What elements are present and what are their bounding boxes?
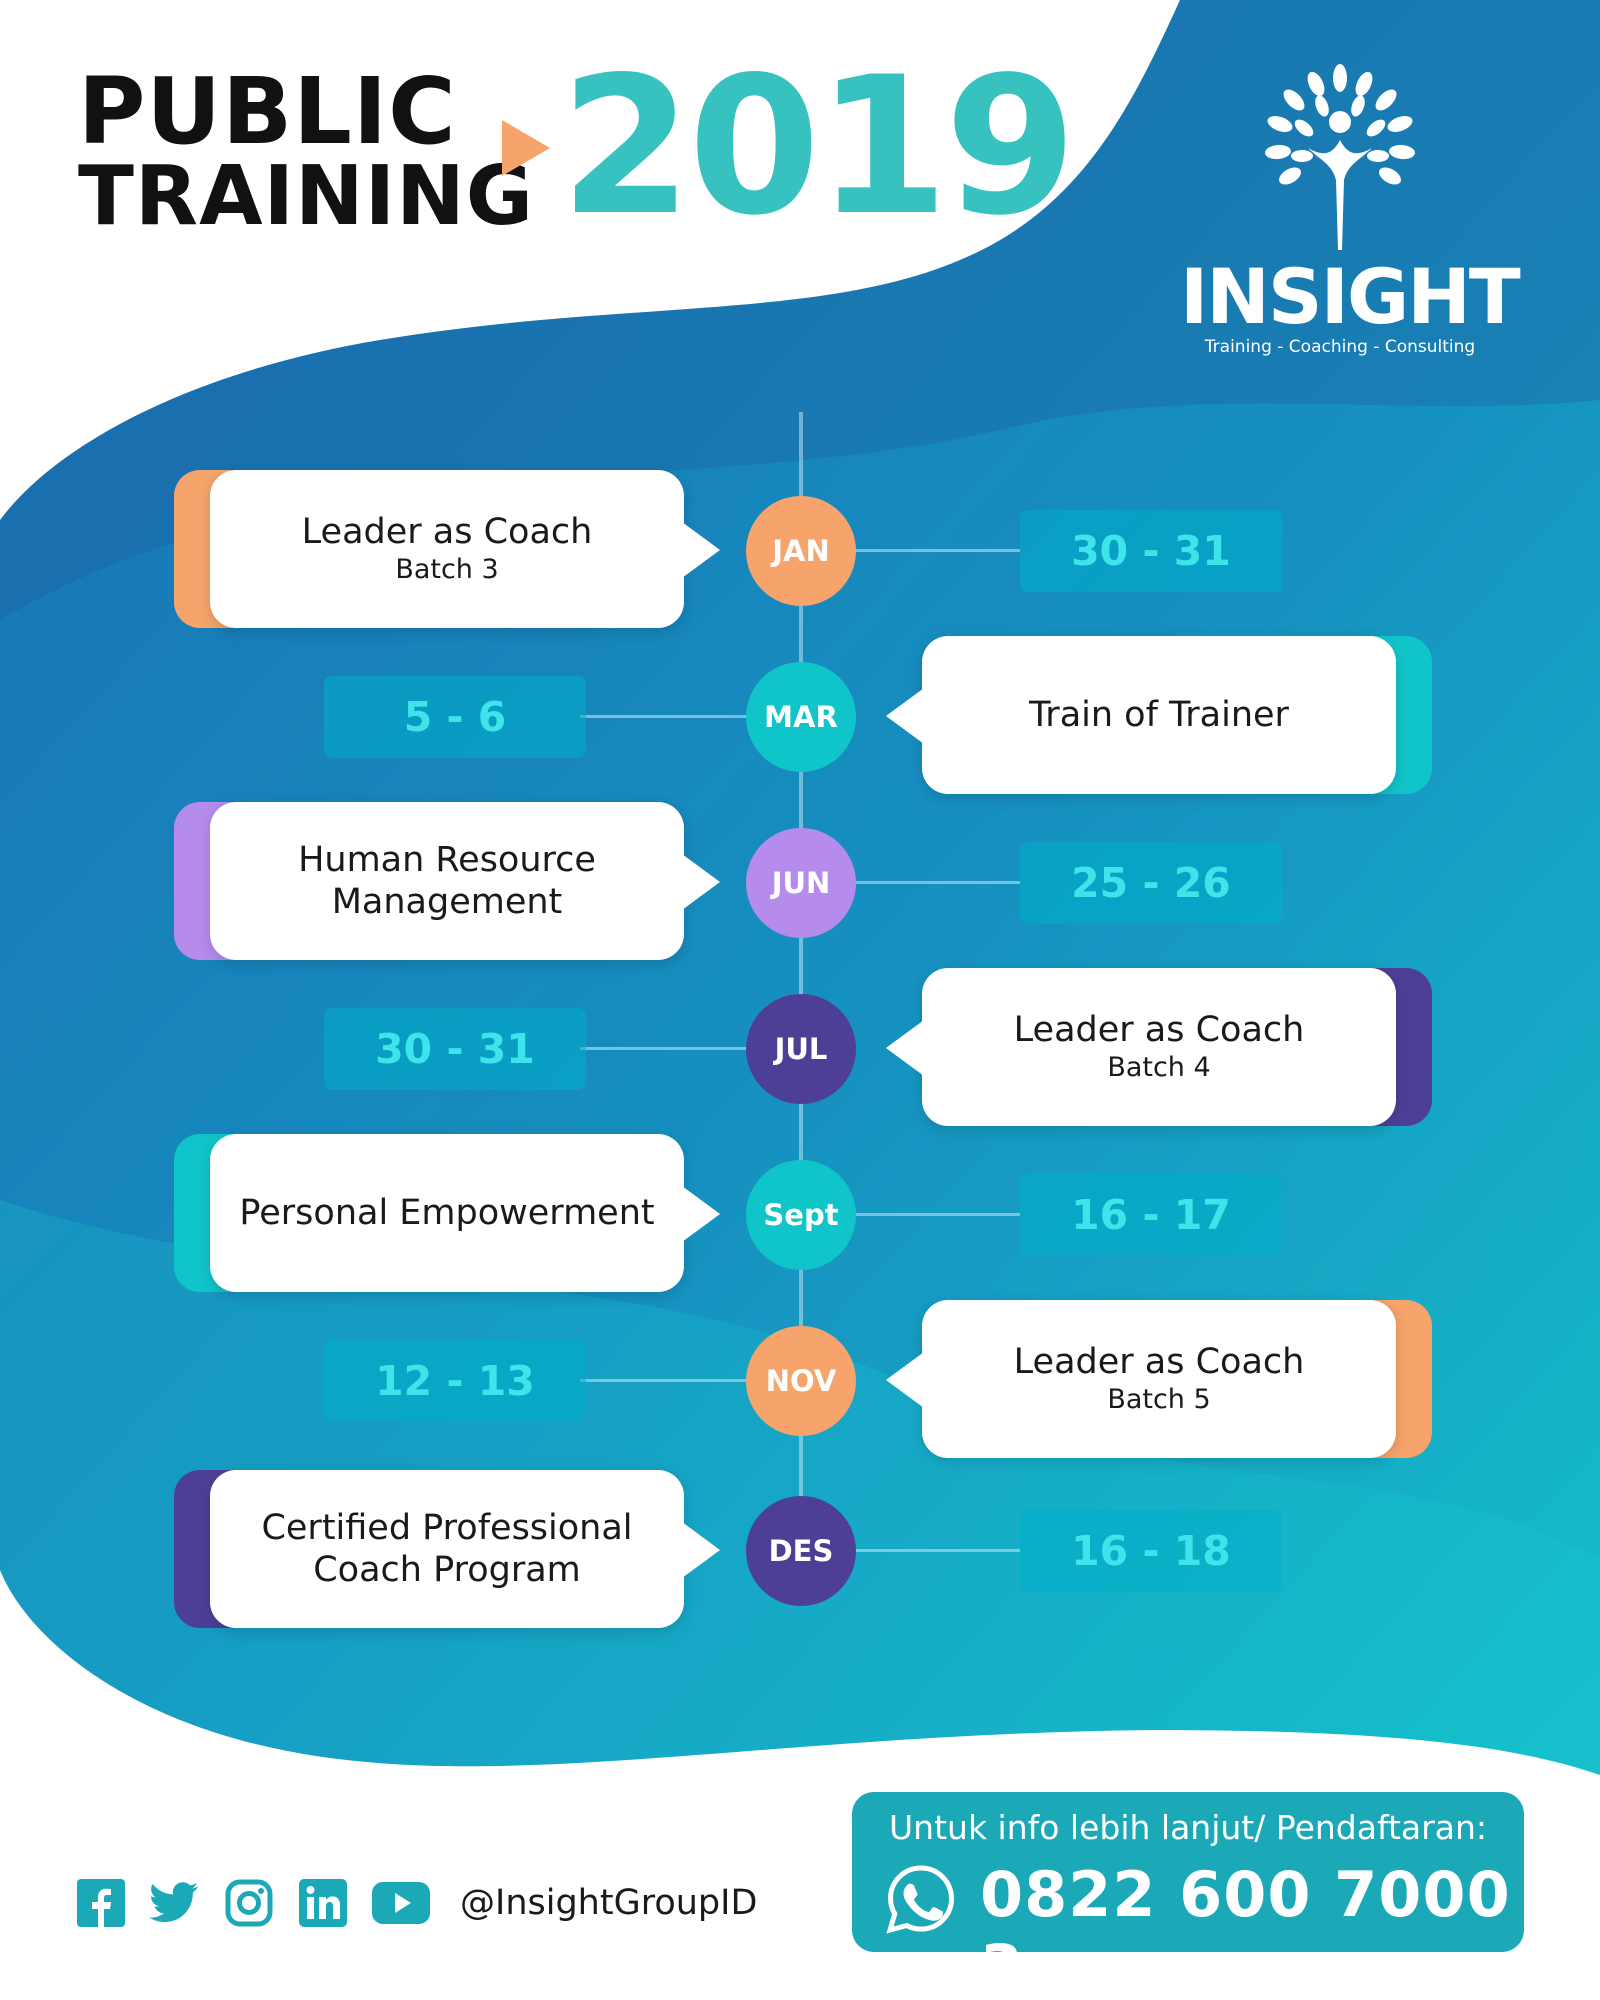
social-links: @InsightGroupID <box>76 1878 757 1928</box>
training-title: Personal Empowerment <box>239 1193 655 1233</box>
contact-label: Untuk info lebih lanjut/ Pendaftaran: <box>889 1808 1487 1847</box>
title-year: 2019 <box>560 36 1077 257</box>
card-body: Human Resource Management <box>210 802 684 960</box>
training-card: Leader as Coach Batch 5 <box>886 1300 1432 1458</box>
date-range: 16 - 17 <box>1020 1174 1282 1256</box>
title-training: TRAINING <box>78 149 535 244</box>
training-title: Leader as Coach <box>1013 1010 1305 1050</box>
card-pointer <box>682 1186 720 1242</box>
month-badge: JAN <box>746 496 856 606</box>
training-title: Human Resource Management <box>298 840 596 922</box>
logo-tagline: Training - Coaching - Consulting <box>1204 337 1476 357</box>
contact-phone[interactable]: 0822 600 7000 3 <box>980 1858 1511 2000</box>
training-card: Certified Professional Coach Program <box>174 1470 720 1628</box>
timeline-row: 12 - 13 NOV Leader as Coach Batch 5 <box>0 1300 1600 1460</box>
title-public: PUBLIC <box>78 58 457 165</box>
training-card: Human Resource Management <box>174 802 720 960</box>
date-range: 16 - 18 <box>1020 1510 1282 1592</box>
timeline-connector <box>850 881 1020 884</box>
training-batch: Batch 4 <box>1107 1052 1211 1083</box>
training-card: Leader as Coach Batch 4 <box>886 968 1432 1126</box>
timeline-connector <box>580 1379 750 1382</box>
training-batch: Batch 3 <box>395 554 499 585</box>
month-badge: Sept <box>746 1160 856 1270</box>
date-range: 25 - 26 <box>1020 842 1282 924</box>
card-body: Leader as Coach Batch 5 <box>922 1300 1396 1458</box>
tree-person-icon <box>1265 64 1415 250</box>
title-arrow-icon <box>502 120 550 176</box>
timeline-row: Certified Professional Coach Program DES… <box>0 1470 1600 1630</box>
timeline-row: 30 - 31 JUL Leader as Coach Batch 4 <box>0 968 1600 1128</box>
timeline-connector <box>850 1213 1020 1216</box>
date-range: 30 - 31 <box>1020 510 1282 592</box>
card-body: Train of Trainer <box>922 636 1396 794</box>
training-title: Leader as Coach <box>1013 1342 1305 1382</box>
card-pointer <box>682 522 720 578</box>
twitter-icon[interactable] <box>150 1878 200 1928</box>
card-pointer <box>682 1522 720 1578</box>
training-title: Certified Professional Coach Program <box>261 1508 633 1590</box>
card-pointer <box>886 1352 924 1408</box>
card-body: Leader as Coach Batch 4 <box>922 968 1396 1126</box>
training-card: Train of Trainer <box>886 636 1432 794</box>
timeline-connector <box>850 1549 1020 1552</box>
timeline-connector <box>850 549 1020 552</box>
date-range: 12 - 13 <box>324 1340 586 1422</box>
date-range: 30 - 31 <box>324 1008 586 1090</box>
month-badge: NOV <box>746 1326 856 1436</box>
logo-name: INSIGHT <box>1180 252 1521 341</box>
month-badge: MAR <box>746 662 856 772</box>
training-card: Leader as Coach Batch 3 <box>174 470 720 628</box>
facebook-icon[interactable] <box>76 1878 126 1928</box>
linkedin-icon[interactable] <box>298 1878 348 1928</box>
card-pointer <box>886 688 924 744</box>
month-badge: JUN <box>746 828 856 938</box>
training-title: Train of Trainer <box>1029 695 1289 735</box>
card-pointer <box>886 1020 924 1076</box>
timeline-connector <box>580 715 750 718</box>
date-range: 5 - 6 <box>324 676 586 758</box>
timeline-row: Personal Empowerment Sept 16 - 17 <box>0 1134 1600 1294</box>
contact-box: Untuk info lebih lanjut/ Pendaftaran: 08… <box>852 1792 1524 2000</box>
card-pointer <box>682 854 720 910</box>
instagram-icon[interactable] <box>224 1878 274 1928</box>
timeline-row: 5 - 6 MAR Train of Trainer <box>0 636 1600 796</box>
youtube-icon[interactable] <box>372 1878 430 1928</box>
training-title: Leader as Coach <box>301 512 593 552</box>
card-body: Leader as Coach Batch 3 <box>210 470 684 628</box>
timeline-connector <box>580 1047 750 1050</box>
whatsapp-icon <box>886 1865 955 1934</box>
month-badge: DES <box>746 1496 856 1606</box>
timeline-row: Leader as Coach Batch 3 JAN 30 - 31 <box>0 470 1600 630</box>
card-body: Personal Empowerment <box>210 1134 684 1292</box>
social-handle[interactable]: @InsightGroupID <box>460 1883 758 1923</box>
training-batch: Batch 5 <box>1107 1384 1211 1415</box>
card-body: Certified Professional Coach Program <box>210 1470 684 1628</box>
training-card: Personal Empowerment <box>174 1134 720 1292</box>
month-badge: JUL <box>746 994 856 1104</box>
timeline-row: Human Resource Management JUN 25 - 26 <box>0 802 1600 962</box>
